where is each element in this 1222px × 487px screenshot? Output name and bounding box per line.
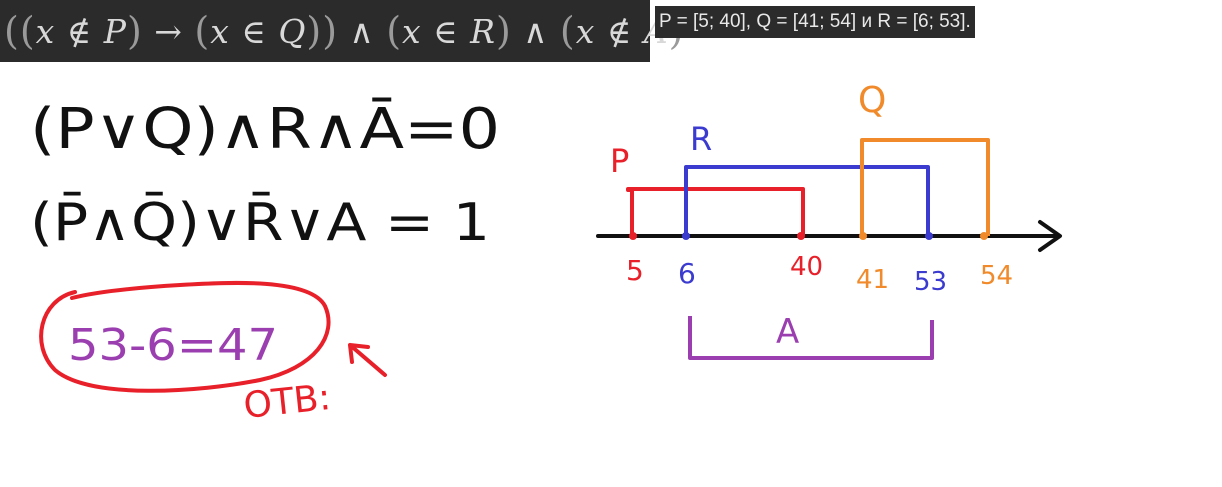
point-40 bbox=[797, 232, 805, 240]
answer-loop bbox=[39, 280, 331, 393]
equation-1: (P∨Q)∧R∧Ā=0 bbox=[30, 97, 500, 162]
point-5 bbox=[629, 232, 637, 240]
interval-q bbox=[860, 138, 990, 236]
formula-token: ) bbox=[126, 9, 143, 53]
interval-a bbox=[688, 316, 934, 360]
formula-token: ) bbox=[495, 9, 512, 53]
tick-label-5: 5 bbox=[626, 254, 644, 287]
label-r: R bbox=[690, 120, 712, 158]
formula-token: Q bbox=[278, 11, 307, 51]
tick-label-54: 54 bbox=[980, 261, 1013, 291]
formula-token: ( bbox=[19, 9, 36, 53]
axis-arrow-icon bbox=[1038, 220, 1062, 252]
interval-r bbox=[684, 165, 930, 236]
intervals-caption: P = [5; 40], Q = [41; 54] и R = [6; 53]. bbox=[655, 6, 975, 38]
formula-token: ∈ bbox=[241, 11, 267, 51]
interval-p bbox=[626, 187, 805, 236]
formula-token: → bbox=[154, 11, 183, 51]
point-41 bbox=[859, 232, 867, 240]
formula-token: x bbox=[575, 11, 596, 51]
label-p: P bbox=[610, 142, 629, 180]
label-a: A bbox=[776, 312, 799, 352]
formula-token: ∧ bbox=[523, 11, 549, 51]
tick-label-40: 40 bbox=[790, 252, 823, 282]
point-6 bbox=[682, 232, 690, 240]
formula-token: ∉ bbox=[66, 11, 93, 51]
answer-label: ОТВ: bbox=[242, 377, 333, 427]
formula-bar: ( ( x ∉ P ) → ( x ∈ Q ) ) ∧ ( x ∈ R ) ∧ … bbox=[0, 0, 683, 62]
formula-token: ∈ bbox=[433, 11, 459, 51]
tick-label-53: 53 bbox=[914, 267, 947, 297]
formula-token: ) bbox=[306, 9, 323, 53]
label-q: Q bbox=[858, 80, 886, 121]
equation-2: (P̄∧Q̄)∨R̄∨A = 1 bbox=[30, 192, 490, 253]
formula-token: ∉ bbox=[606, 11, 633, 51]
calculation: 53-6=47 bbox=[68, 320, 278, 371]
formula-token: ( bbox=[559, 9, 576, 53]
formula-token: ( bbox=[386, 9, 403, 53]
formula-token: x bbox=[35, 11, 56, 51]
formula-token: x bbox=[210, 11, 230, 51]
formula-token: P bbox=[103, 11, 127, 51]
formula-token: ( bbox=[4, 9, 20, 53]
formula-token: x bbox=[402, 11, 422, 51]
formula-token: ) bbox=[322, 9, 339, 53]
pointer-arrow-icon bbox=[348, 343, 387, 377]
formula-token: ∧ bbox=[349, 11, 375, 51]
point-54 bbox=[980, 232, 988, 240]
formula-token: R bbox=[470, 11, 496, 51]
tick-label-41: 41 bbox=[856, 265, 889, 295]
point-53 bbox=[925, 232, 933, 240]
tick-label-6: 6 bbox=[678, 257, 696, 290]
formula-token: ( bbox=[194, 9, 211, 53]
